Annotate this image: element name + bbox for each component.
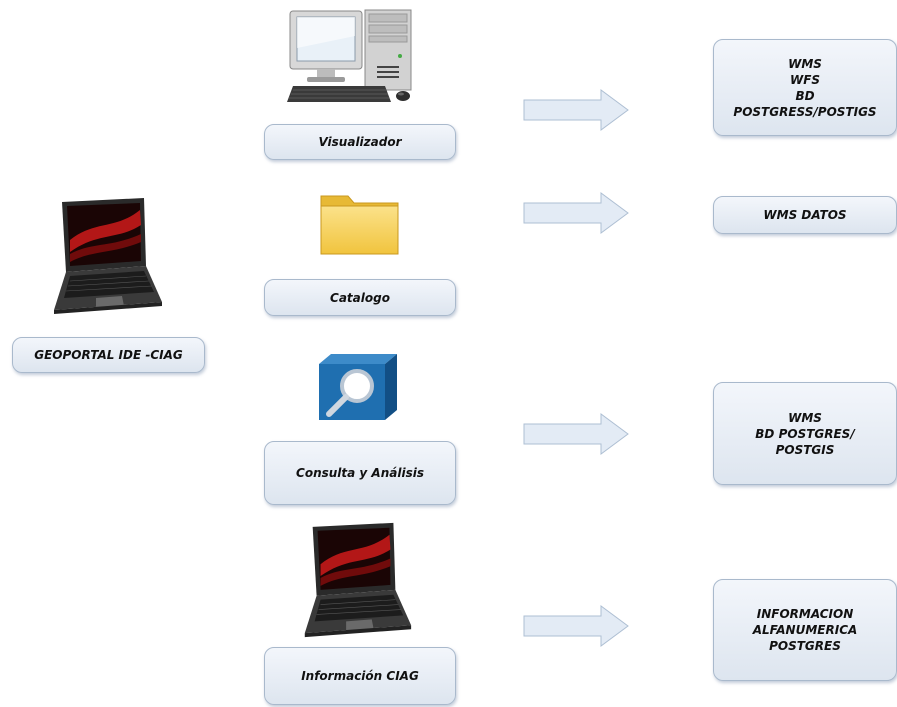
folder-icon [320, 195, 399, 255]
visualizador-box: Visualizador [264, 124, 456, 160]
arrow-right-icon [523, 413, 629, 455]
consulta-label: Consulta y Análisis [296, 466, 424, 480]
catalogo-label: Catalogo [330, 290, 390, 305]
service-line: POSTGRES [769, 639, 841, 653]
service-line: BD POSTGRES/ [755, 426, 855, 441]
service-line: WMS [788, 56, 822, 71]
informacion-label: Información CIAG [301, 669, 419, 683]
service-line: WMS [788, 410, 822, 425]
service-line: POSTGRESS/POSTIGS [733, 104, 877, 119]
informacion-box: Información CIAG [264, 647, 456, 705]
consulta-box: Consulta y Análisis [264, 441, 456, 505]
service-box-wms-postgres: WMS BD POSTGRES/ POSTGIS [713, 382, 897, 485]
service-box-wms-wfs: WMS WFS BD POSTGRESS/POSTIGS [713, 39, 897, 136]
visualizador-label: Visualizador [318, 135, 402, 149]
service-line: BD [795, 88, 815, 103]
geoportal-box: GEOPORTAL IDE -CIAG [12, 337, 205, 373]
laptop-icon [304, 522, 412, 638]
catalogo-box: Catalogo [264, 279, 456, 316]
geoportal-label: GEOPORTAL IDE -CIAG [34, 348, 183, 362]
arrow-right-icon [523, 192, 629, 234]
arrow-right-icon [523, 605, 629, 647]
arrow-right-icon [523, 89, 629, 131]
service-line: ALFANUMERICA [752, 623, 858, 637]
service-box-informacion: INFORMACION ALFANUMERICA POSTGRES [713, 579, 897, 681]
desktop-computer-icon [287, 9, 412, 102]
laptop-icon [54, 198, 162, 314]
service-line: WMS DATOS [763, 208, 847, 222]
magnifier-cube-icon [319, 354, 397, 420]
service-line: INFORMACION [756, 607, 854, 621]
service-line: POSTGIS [775, 442, 835, 457]
service-line: WFS [789, 72, 821, 87]
service-box-wms-datos: WMS DATOS [713, 196, 897, 234]
